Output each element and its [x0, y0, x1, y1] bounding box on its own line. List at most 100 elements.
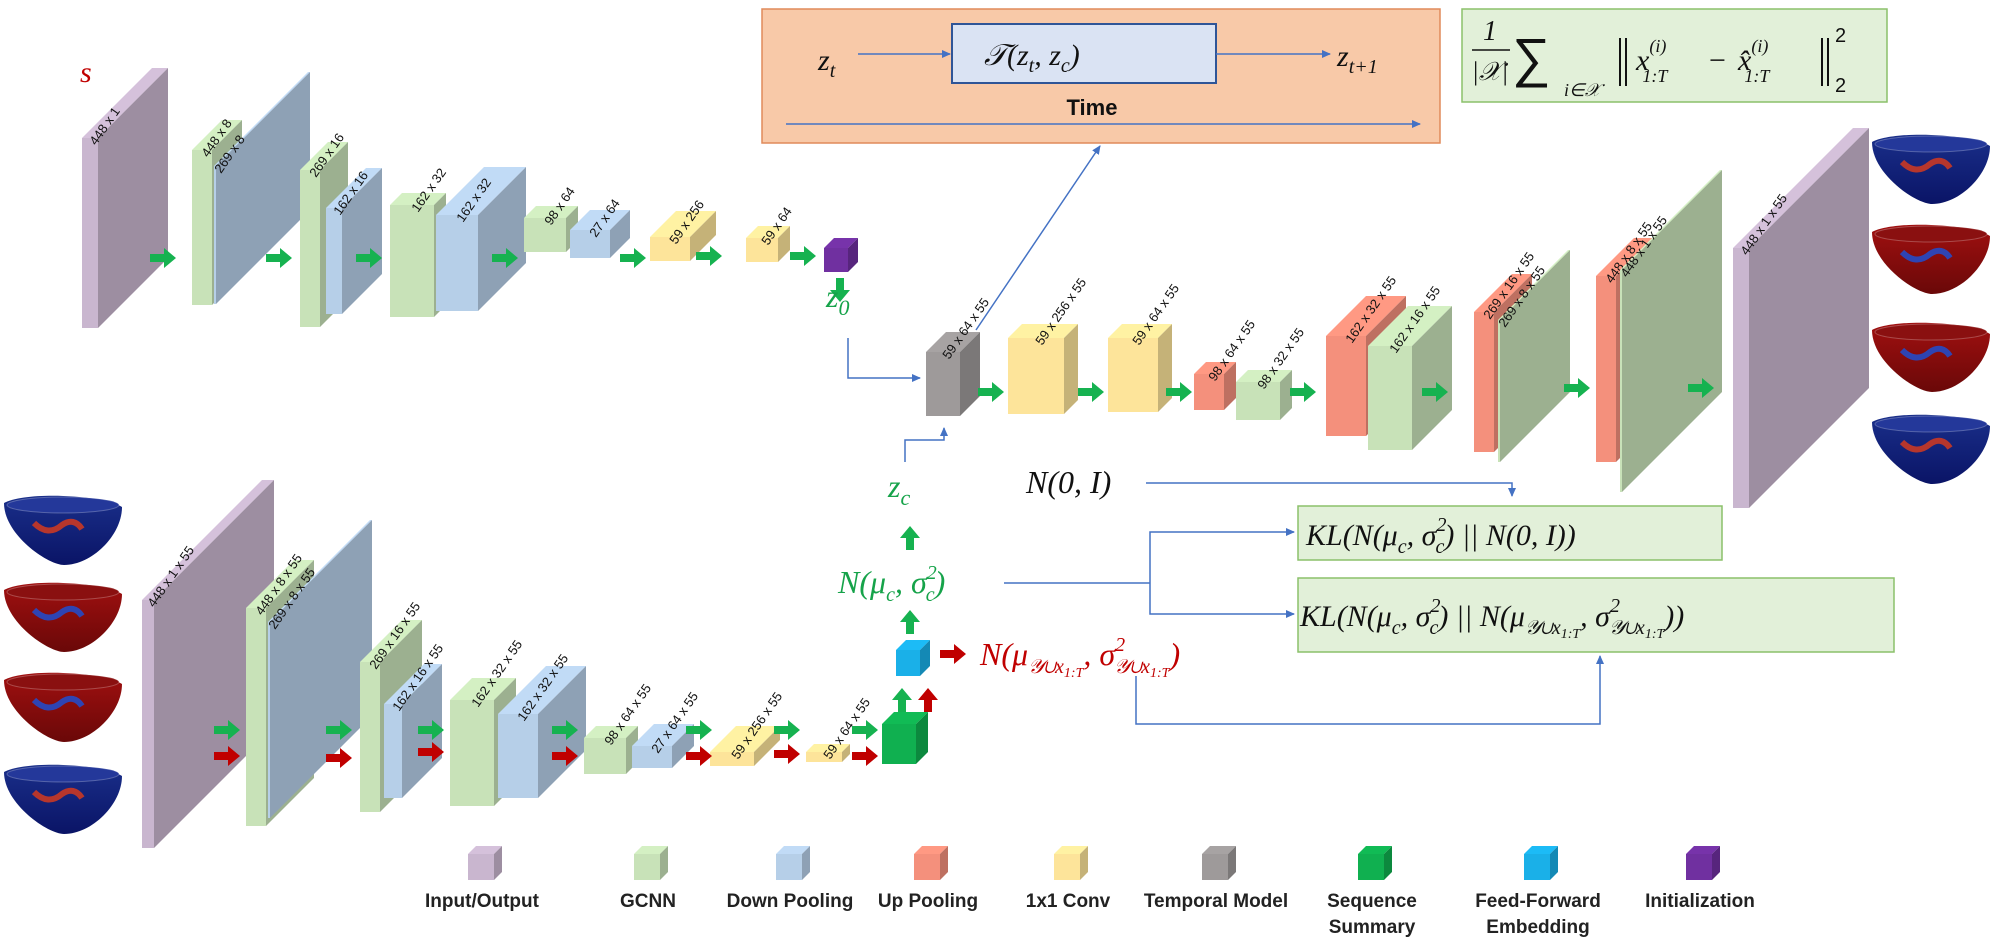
- bot-green-arrow-5: [686, 720, 712, 740]
- legend-swatch-6-front-face: [1202, 854, 1228, 880]
- dec-arrow-5: [1422, 382, 1448, 402]
- bot-red-arrow-3-shape: [418, 742, 444, 762]
- bot-feed-forward-side-face: [920, 640, 930, 676]
- bot-green-arrow-4-shape: [552, 720, 578, 740]
- bot-conv-2-top-face: [806, 744, 850, 752]
- top-gcnn-4-top-face: [524, 206, 578, 218]
- left-heart-4-activation: [31, 787, 85, 803]
- left-heart-4: [4, 764, 122, 834]
- top-pool-1: 269 x 8: [211, 72, 310, 304]
- dec-gcnn-1-top-face: [1236, 370, 1292, 382]
- top-gcnn-3-top-face: [390, 193, 446, 205]
- up-arrow-posterior-to-zc: [900, 526, 920, 550]
- top-conv-block: 162 x 32: [436, 167, 526, 311]
- top-input-plane-front-face: [82, 138, 98, 328]
- dec-conv-2-front-face: [1108, 338, 1158, 412]
- top-arrow-1-shape: [150, 248, 176, 268]
- top-conv-block-front-face: [436, 215, 478, 311]
- norm-subscript: 2: [1835, 75, 1846, 97]
- left-heart-4-shape: [4, 764, 122, 834]
- dec-conv-2-side-face: [1158, 324, 1172, 412]
- dec-conv-2-top-face: [1108, 324, 1172, 338]
- top-arrow-3-shape: [356, 248, 382, 268]
- top-gcnn-1-front-face: [192, 150, 212, 305]
- top-conv-1-side-face: [690, 211, 716, 261]
- top-input-plane-top-face: [82, 68, 168, 138]
- right-heart-3-activation: [1899, 345, 1953, 361]
- legend-swatch-3-side-face: [802, 846, 810, 880]
- left-heart-1: [4, 495, 122, 565]
- legend-label-3: Down Pooling: [727, 891, 854, 912]
- bot-conv-1-side-face: [754, 726, 780, 766]
- bot-feed-forward-top-face: [896, 640, 930, 650]
- legend-swatch-9-side-face: [1712, 846, 1720, 880]
- bot-input-plane-front-face: [142, 600, 154, 848]
- zt-plus-1-label: zt+1: [1336, 40, 1378, 78]
- top-arrow-6: [696, 246, 722, 266]
- right-heart-4-shape: [1872, 414, 1990, 484]
- top-arrow-7: [790, 246, 816, 266]
- right-heart-4-activation: [1899, 437, 1953, 453]
- kl-context-background: [1297, 577, 1895, 653]
- bot-green-arrow-1-shape: [214, 720, 240, 740]
- dec-gcnn-2-front-face: [1368, 346, 1412, 450]
- top-arrow-4: [492, 248, 518, 268]
- bot-conv-block-front-face: [498, 714, 538, 798]
- bot-gcnn-2-front-face: [360, 662, 380, 812]
- legend-swatch-4: [914, 846, 948, 880]
- legend-swatch-5-front-face: [1054, 854, 1080, 880]
- bot-sequence-summary-top-face: [882, 712, 928, 724]
- bot-red-arrow-1: [214, 746, 240, 766]
- up-arrow-red-ff-shape: [918, 688, 938, 712]
- dec-conv-1-top-face: [1008, 324, 1078, 338]
- prior-to-kl-arrow: [1146, 482, 1516, 497]
- dec-uppool-2-front-face: [1326, 336, 1366, 436]
- bot-red-arrow-4: [552, 746, 578, 766]
- right-heart-2-rim: [1874, 225, 1988, 243]
- legend-swatch-3-top-face: [776, 846, 810, 854]
- legend-label-8: Feed-Forward: [1475, 891, 1601, 912]
- bot-pool-2-front-face: [384, 704, 402, 798]
- top-arrow-4-shape: [492, 248, 518, 268]
- legend-swatch-5: [1054, 846, 1088, 880]
- legend-label-4: Up Pooling: [878, 891, 978, 912]
- bot-red-arrow-7-shape: [852, 746, 878, 766]
- left-heart-3-shape: [4, 672, 122, 742]
- top-pool-2-top-face: [326, 168, 382, 208]
- dec-gcnn-1-side-face: [1280, 370, 1292, 420]
- legend-swatch-9-top-face: [1686, 846, 1720, 854]
- prior-label: N(0, I): [1025, 464, 1111, 500]
- top-arrow-3: [356, 248, 382, 268]
- bot-pool-4-top-face: [632, 724, 694, 746]
- legend-swatch-5-side-face: [1080, 846, 1088, 880]
- top-arrow-7-shape: [790, 246, 816, 266]
- legend-swatch-7: [1358, 846, 1392, 880]
- dec-output-plane-side-face: [1749, 128, 1869, 508]
- dec-output-plane-front-face: [1733, 248, 1749, 508]
- bot-red-arrow-5: [686, 746, 712, 766]
- right-heart-2-shape: [1872, 224, 1990, 294]
- legend-label-7: Sequence: [1327, 891, 1417, 912]
- dec-output-plane-top-face: [1733, 128, 1869, 248]
- dec-arrow-7: [1688, 378, 1714, 398]
- left-heart-2-rim: [6, 583, 120, 601]
- legend-label-6: Temporal Model: [1144, 891, 1288, 912]
- top-conv-2-top-face: [746, 226, 790, 238]
- legend-swatch-8: [1524, 846, 1558, 880]
- legend-item-3: Down Pooling: [727, 846, 854, 912]
- context-to-kl2-arrow: [1135, 655, 1604, 725]
- legend-swatch-4-side-face: [940, 846, 948, 880]
- dec-gcnn-3-side-face: [1500, 250, 1570, 462]
- legend-label-9: Initialization: [1645, 891, 1755, 912]
- right-heart-4-rim: [1874, 415, 1988, 433]
- bot-sequence-summary: [882, 712, 928, 764]
- legend-item-4: Up Pooling: [878, 846, 978, 912]
- right-arrow-ff-to-context: [940, 644, 966, 664]
- bot-pool-1-front-face: [268, 622, 270, 818]
- legend-item-2: GCNN: [620, 846, 676, 912]
